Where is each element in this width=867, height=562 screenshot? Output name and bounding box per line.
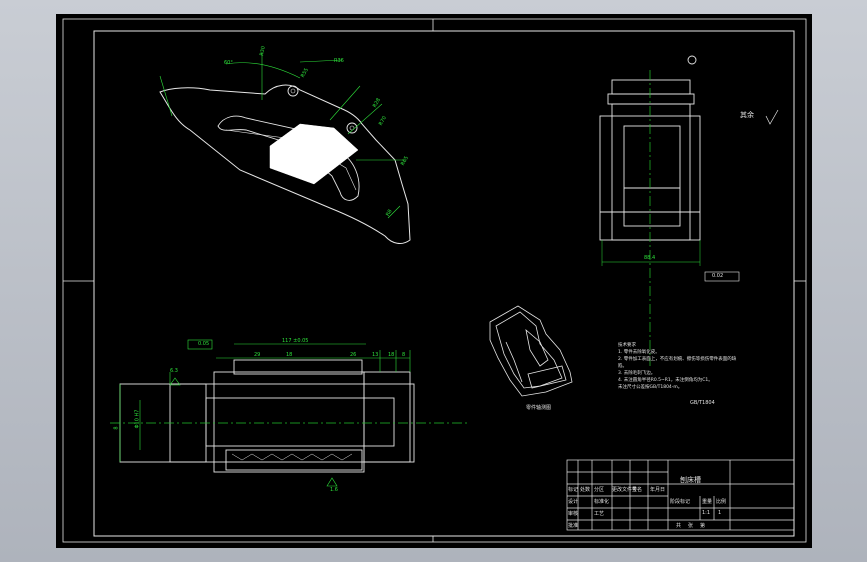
- outer-border: [62, 18, 807, 543]
- title-block-sheet: 1: [718, 510, 722, 516]
- tb-cell-4: 签名: [632, 487, 643, 493]
- tech-requirements: 技术要求 1. 零件去除氧化皮。 2. 零件加工表面上，不应有划痕、擦伤等损伤零…: [618, 342, 738, 391]
- dim-18a: 18: [286, 352, 293, 358]
- tb-cell-14: 共: [676, 523, 682, 529]
- tolerance-box-right: 0.02: [712, 273, 724, 279]
- tech-item-4: 4. 未注圆角半径R0.5~R1，未注倒角均为C1。: [618, 378, 713, 383]
- tb-cell-10: 比例: [716, 499, 727, 505]
- dim-right-width: 88.4: [644, 255, 656, 261]
- section-fill: [269, 123, 359, 185]
- tb-cell-8: 阶段标记: [670, 499, 691, 505]
- tb-cell-16: 第: [700, 523, 706, 529]
- tb-cell-2: 分区: [594, 487, 605, 493]
- title-block: [566, 459, 795, 531]
- tb-cell-9: 重量: [702, 499, 713, 505]
- dim-r36: R36: [334, 58, 344, 64]
- dim-29: 29: [254, 352, 261, 358]
- tb-cell-1: 处数: [580, 487, 591, 493]
- tb-cell-3: 更改文件号: [612, 487, 638, 493]
- roughness-bottom: 1.6: [330, 487, 338, 493]
- title-block-title: 刨床槽: [680, 476, 701, 484]
- tech-item-5: 未注尺寸公差按GB/T1804-m。: [618, 385, 683, 390]
- tech-item-2: 2. 零件加工表面上，不应有划痕、擦伤等损伤零件表面的缺陷。: [618, 357, 737, 369]
- isometric-view: [489, 305, 573, 397]
- standard-ref: GB/T1804: [690, 400, 715, 406]
- tb-cell-7: 标准化: [594, 499, 610, 505]
- title-block-scale: 1:1: [702, 510, 711, 516]
- dim-overall: 117 ±0.05: [282, 338, 309, 344]
- dim-angle: 60°: [224, 60, 233, 66]
- dim-13: 13: [372, 352, 379, 358]
- side-view: [599, 55, 779, 366]
- top-view: [110, 339, 470, 487]
- tb-cell-6: 设计: [568, 499, 579, 505]
- tb-cell-0: 标记: [568, 487, 579, 493]
- tb-cell-12: 工艺: [594, 511, 605, 517]
- dim-8: 8: [402, 352, 406, 358]
- tb-cell-11: 审核: [568, 511, 579, 517]
- drawing-sheet: [56, 14, 812, 548]
- center-marks: [63, 19, 806, 542]
- dim-18b: 18: [388, 352, 395, 358]
- inner-border: [93, 30, 795, 537]
- tech-item-3: 3. 去除毛刺飞边。: [618, 371, 656, 376]
- iso-caption: 零件轴测图: [526, 405, 552, 411]
- roughness-left: 6.3: [170, 368, 178, 374]
- front-view: [159, 52, 411, 244]
- dim-left-dia: Φ10 H7: [134, 409, 141, 429]
- tech-heading: 技术要求: [618, 343, 636, 348]
- dim-left-height: 8: [113, 426, 120, 430]
- tb-cell-5: 年月日: [650, 487, 666, 493]
- tb-cell-15: 张: [688, 523, 694, 529]
- dim-26: 26: [350, 352, 357, 358]
- tech-item-1: 1. 零件去除氧化皮。: [618, 350, 660, 355]
- datum-box: 0.05: [198, 341, 210, 347]
- roughness-note: 其余: [740, 111, 754, 119]
- tb-cell-13: 批准: [568, 523, 579, 529]
